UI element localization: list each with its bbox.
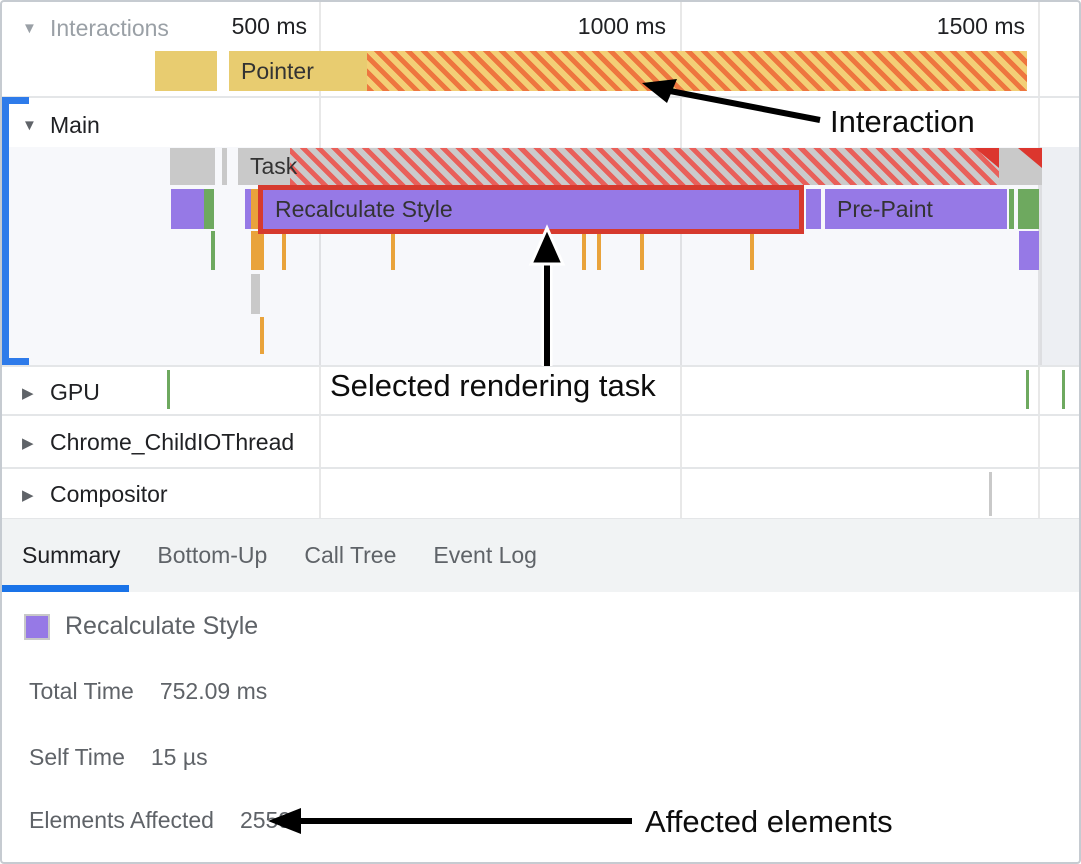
script-sliver[interactable] xyxy=(251,189,258,229)
ruler-time-label: 500 ms xyxy=(231,13,307,39)
event-color-swatch xyxy=(24,613,50,640)
recalculate-style-bar[interactable]: Recalculate Style xyxy=(263,190,799,229)
main-task-bar-short[interactable] xyxy=(170,148,215,185)
style-sliver[interactable] xyxy=(245,189,251,229)
script-tick[interactable] xyxy=(597,231,601,270)
script-tick[interactable] xyxy=(282,231,286,270)
ruler-gridline xyxy=(319,2,321,519)
main-track-bracket xyxy=(2,97,9,365)
task-block[interactable] xyxy=(251,274,260,314)
summary-row-value: 15 µs xyxy=(150,744,208,770)
summary-row-label: Self Time xyxy=(29,744,125,770)
summary-row-label: Total Time xyxy=(29,678,134,704)
main-track-bracket-top xyxy=(2,97,29,104)
triangle-down-icon[interactable]: ▼ xyxy=(22,117,37,134)
tab-event-log[interactable]: Event Log xyxy=(433,542,537,568)
paint-bar[interactable] xyxy=(204,189,214,229)
row-divider xyxy=(2,96,1079,98)
track-label: Compositor xyxy=(50,481,168,507)
track-header-gpu[interactable]: ▶ GPU xyxy=(22,379,100,406)
paint-sliver[interactable] xyxy=(1009,189,1014,229)
summary-row: Elements Affected 2559 xyxy=(29,807,291,834)
gpu-tick[interactable] xyxy=(167,370,170,409)
row-divider xyxy=(2,414,1079,416)
triangle-right-icon[interactable]: ▶ xyxy=(22,384,34,402)
long-task-triangle[interactable] xyxy=(1018,148,1042,168)
compositor-tick[interactable] xyxy=(989,472,992,516)
row-divider xyxy=(2,365,1079,367)
selected-event-outline xyxy=(258,185,804,234)
track-label: GPU xyxy=(50,379,100,405)
gpu-tick[interactable] xyxy=(1026,370,1029,409)
summary-row-value: 2559 xyxy=(239,807,292,833)
task-hatch[interactable] xyxy=(290,148,999,185)
task-bar[interactable]: Task xyxy=(238,148,297,185)
summary-row: Total Time 752.09 ms xyxy=(29,678,267,705)
summary-row-value: 752.09 ms xyxy=(159,678,268,704)
ruler-time-label: 1000 ms xyxy=(577,13,666,39)
style-block[interactable] xyxy=(1019,231,1039,270)
affected-annotation-label: Affected elements xyxy=(645,804,893,839)
paint-bar[interactable] xyxy=(1018,189,1039,229)
gpu-tick[interactable] xyxy=(1062,370,1065,409)
track-label: Interactions xyxy=(50,15,169,41)
selected-task-annotation-label: Selected rendering task xyxy=(330,368,656,403)
style-bar[interactable] xyxy=(171,189,204,229)
interaction-bar-small[interactable] xyxy=(155,51,217,91)
track-header-chrome-childiothread[interactable]: ▶ Chrome_ChildIOThread xyxy=(22,429,294,456)
interaction-annotation-label: Interaction xyxy=(830,104,975,139)
summary-event-title: Recalculate Style xyxy=(24,612,258,641)
tab-bottom-up[interactable]: Bottom-Up xyxy=(157,542,268,568)
script-tick[interactable] xyxy=(582,231,586,270)
details-tab-bar: Summary Bottom-Up Call Tree Event Log xyxy=(2,519,1079,592)
ruler-time-label: 1500 ms xyxy=(936,13,1025,39)
pre-paint-bar[interactable]: Pre-Paint xyxy=(825,189,1007,229)
script-tick[interactable] xyxy=(260,317,264,354)
script-tick[interactable] xyxy=(251,231,264,270)
script-tick[interactable] xyxy=(750,231,754,270)
style-bar[interactable] xyxy=(806,189,821,229)
triangle-down-icon[interactable]: ▼ xyxy=(22,20,37,37)
main-task-sliver[interactable] xyxy=(222,148,227,185)
tab-call-tree[interactable]: Call Tree xyxy=(304,542,397,568)
pointer-interaction-hatch[interactable] xyxy=(367,51,1027,91)
script-tick[interactable] xyxy=(640,231,644,270)
main-track-bracket-bottom xyxy=(2,358,29,365)
track-header-main[interactable]: ▼ Main xyxy=(22,112,100,139)
triangle-right-icon[interactable]: ▶ xyxy=(22,434,34,452)
summary-event-name: Recalculate Style xyxy=(65,612,259,640)
script-tick[interactable] xyxy=(391,231,395,270)
tab-summary[interactable]: Summary xyxy=(22,542,121,568)
track-label: Chrome_ChildIOThread xyxy=(50,429,295,455)
trace-end-background xyxy=(1042,147,1079,365)
triangle-right-icon[interactable]: ▶ xyxy=(22,486,34,504)
row-divider xyxy=(2,467,1079,469)
summary-row: Self Time 15 µs xyxy=(29,744,208,771)
active-tab-underline xyxy=(2,585,129,592)
ruler-gridline xyxy=(680,2,682,519)
trace-end-border xyxy=(1040,147,1042,365)
long-task-triangle[interactable] xyxy=(975,148,999,168)
paint-tick[interactable] xyxy=(211,231,215,270)
ruler-gridline xyxy=(1038,2,1040,519)
pointer-interaction-bar[interactable]: Pointer xyxy=(229,51,367,91)
summary-row-label: Elements Affected xyxy=(29,807,214,833)
track-header-compositor[interactable]: ▶ Compositor xyxy=(22,481,168,508)
track-header-interactions[interactable]: ▼ Interactions xyxy=(22,15,169,42)
track-label: Main xyxy=(50,112,100,138)
